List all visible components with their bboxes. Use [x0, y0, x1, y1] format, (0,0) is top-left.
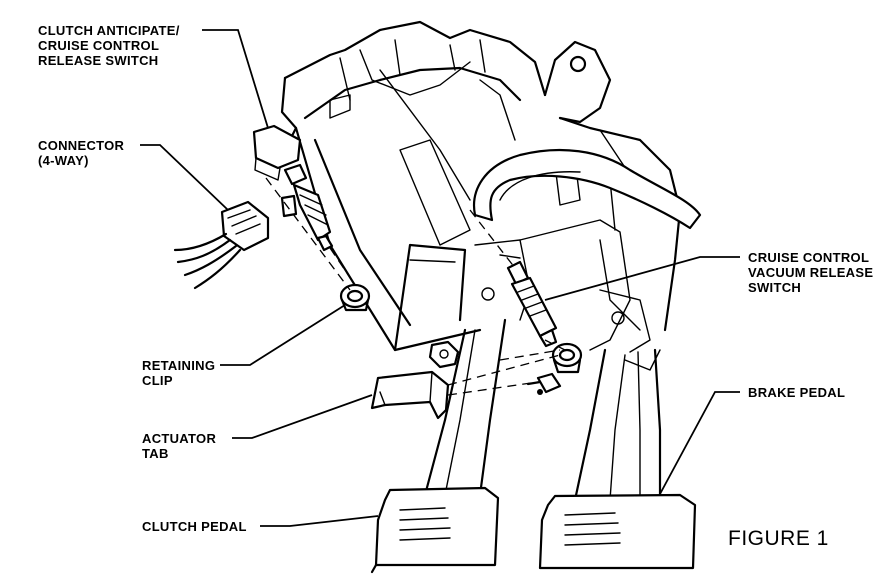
connector-4-way: [173, 200, 270, 290]
leader-vacuum-switch: [544, 256, 740, 301]
leader-clutch-pedal: [260, 515, 379, 527]
label-actuator-tab: ACTUATOR TAB: [142, 431, 216, 461]
brake-pushrod-arm: [473, 148, 702, 230]
retaining-clip-upper: [339, 283, 371, 312]
label-clutch-anticipate-line2: CRUISE CONTROL: [38, 38, 160, 53]
label-connector-line2: (4-WAY): [38, 153, 89, 168]
leader-clutch-anticipate: [202, 29, 269, 129]
label-cruise-vacuum-line3: SWITCH: [748, 280, 802, 295]
label-actuator-tab-line2: TAB: [142, 446, 169, 461]
label-brake-pedal: BRAKE PEDAL: [748, 385, 845, 400]
label-clutch-anticipate-line1: CLUTCH ANTICIPATE/: [38, 23, 180, 38]
nut: [428, 340, 460, 369]
leader-retaining-clip: [220, 304, 346, 366]
label-retaining-clip-line1: RETAINING: [142, 358, 216, 373]
label-connector-line1: CONNECTOR: [38, 138, 125, 153]
label-cruise-vacuum-line1: CRUISE CONTROL: [748, 250, 870, 265]
pedal-bracket: [280, 20, 682, 371]
label-retaining-clip-line2: CLIP: [142, 373, 173, 388]
brake-pedal-pad: [538, 493, 697, 570]
leader-lines: [140, 29, 740, 527]
alignment-lines: [265, 177, 566, 396]
actuator-tab: [370, 370, 450, 420]
brake-pedal-arm: [573, 348, 662, 502]
clutch-pedal-pad: [370, 486, 500, 574]
vacuum-release-switch: [506, 260, 558, 348]
clutch-anticipate-switch: [252, 124, 334, 252]
label-clutch-anticipate: CLUTCH ANTICIPATE/ CRUISE CONTROL RELEAS…: [38, 23, 180, 68]
leader-brake-pedal: [659, 391, 740, 495]
label-cruise-vacuum-line2: VACUUM RELEASE: [748, 265, 874, 280]
label-clutch-pedal: CLUTCH PEDAL: [142, 519, 247, 534]
label-clutch-pedal-text: CLUTCH PEDAL: [142, 519, 247, 534]
label-retaining-clip: RETAINING CLIP: [142, 358, 215, 388]
label-brake-pedal-text: BRAKE PEDAL: [748, 385, 846, 400]
figure-caption: FIGURE 1: [728, 527, 829, 550]
leader-actuator-tab: [232, 394, 373, 439]
clutch-pedal-arm: [423, 318, 507, 497]
label-actuator-tab-line1: ACTUATOR: [142, 431, 217, 446]
bolt: [526, 372, 562, 395]
retaining-clip-lower: [551, 342, 583, 374]
label-connector: CONNECTOR (4-WAY): [38, 138, 124, 168]
label-clutch-anticipate-line3: RELEASE SWITCH: [38, 53, 159, 68]
label-cruise-vacuum-switch: CRUISE CONTROL VACUUM RELEASE SWITCH: [748, 250, 873, 295]
leader-connector: [140, 144, 229, 211]
